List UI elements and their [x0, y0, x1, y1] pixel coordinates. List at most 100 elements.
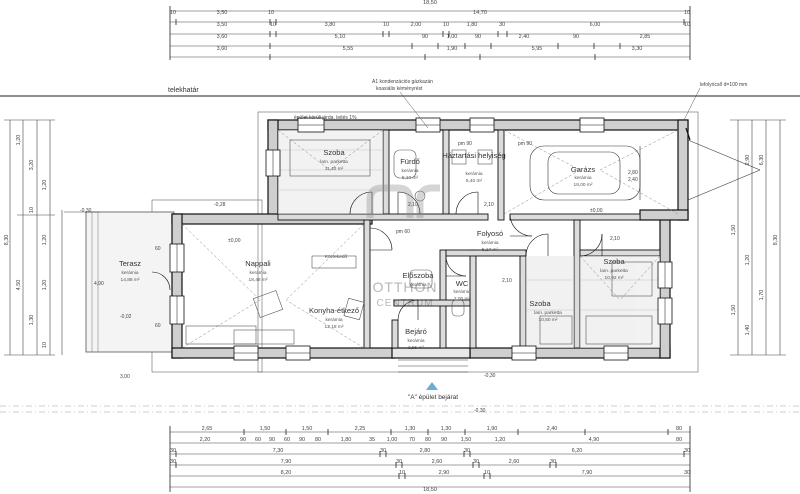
- dim: 1,30: [405, 426, 416, 432]
- dim: 3,60: [217, 46, 228, 52]
- room-floor: kerámia: [249, 270, 266, 276]
- dim: 3,30: [632, 46, 643, 52]
- entry-steps: [398, 359, 468, 373]
- building: [151, 117, 761, 373]
- dim: 1,00: [387, 437, 398, 443]
- dim: 7,90: [281, 459, 292, 465]
- door-height: 2,10: [610, 236, 620, 242]
- room-floor: kerámia: [121, 270, 138, 276]
- room-name: Nappali: [245, 259, 271, 268]
- dim: 90: [240, 437, 246, 443]
- dim: 1,40: [745, 325, 751, 336]
- room-area: 12,18 m²: [325, 324, 344, 330]
- dim: 3,00: [120, 374, 130, 380]
- annotations: épület körüli járda, lejtés 1% A1 konden…: [80, 79, 747, 414]
- dim: 3,60: [217, 34, 228, 40]
- watermark-text: OTTHON: [372, 279, 437, 295]
- dim: 1,20: [16, 135, 22, 146]
- dim: 2,90: [439, 470, 450, 476]
- room-name: Folyosó: [477, 229, 503, 238]
- dim: 80: [315, 437, 321, 443]
- room-floor: kerámia: [409, 282, 426, 288]
- dim: 10: [383, 22, 389, 28]
- room-name: Szoba: [323, 148, 345, 157]
- dim: 6,00: [590, 22, 601, 28]
- opening-label: pm 90: [518, 141, 532, 147]
- room-name: WC: [456, 279, 469, 288]
- terrace: [64, 211, 175, 353]
- level: -0,30: [484, 373, 496, 379]
- room-floor: kerámia: [465, 171, 482, 177]
- bottom-dimension-labels: 2,65 1,50 1,50 2,25 1,30 1,30 1,90 2,40 …: [170, 426, 690, 493]
- dim: 1,80: [341, 437, 352, 443]
- dim: 30: [170, 459, 176, 465]
- dim: 60: [155, 246, 161, 252]
- level: 2,80: [628, 170, 638, 176]
- room-name: Szoba: [529, 299, 551, 308]
- dim: 80: [425, 437, 431, 443]
- dim: 1,80: [467, 22, 478, 28]
- dim: 30: [170, 448, 176, 454]
- dim: 5,95: [532, 46, 543, 52]
- dim: 2,40: [519, 34, 530, 40]
- room-floor: kerámia: [574, 175, 591, 181]
- dim: 8,20: [281, 470, 292, 476]
- dim: 30: [380, 448, 386, 454]
- room-area: 18,48 m²: [249, 277, 268, 283]
- dim: 1,50: [260, 426, 271, 432]
- dim: 3,20: [29, 160, 35, 171]
- dim: 2,90: [745, 155, 751, 166]
- dim: 1,30: [441, 426, 452, 432]
- room-name: Konyha-étkező: [309, 306, 359, 315]
- room-labels: Szoba lam. parketta 11,40 m² Fürdő kerám…: [119, 148, 628, 351]
- dim: 14,70: [473, 10, 487, 16]
- watermark: OTTHON CENTRUM: [366, 184, 440, 309]
- room-floor: kerámia: [401, 168, 418, 174]
- room-floor: kerámia: [325, 317, 342, 323]
- room-area: 2,00 m²: [454, 296, 471, 302]
- bottom-overall-dim: 18,50: [423, 487, 437, 493]
- dim: 8,30: [4, 235, 10, 246]
- room-name: Terasz: [119, 259, 141, 268]
- dim: 1,20: [495, 437, 506, 443]
- dim: 1,90: [447, 46, 458, 52]
- room-floor: kerámia: [481, 240, 498, 246]
- room-floor: kerámia: [453, 289, 470, 295]
- dim: 6,30: [759, 155, 765, 166]
- room-area: 2,55 m²: [408, 345, 425, 351]
- dim: 10: [684, 10, 690, 16]
- dim: 30: [684, 470, 690, 476]
- dim: 4,90: [94, 281, 104, 287]
- dim: 90: [422, 34, 428, 40]
- door-height: 2,10: [408, 202, 418, 208]
- dim: 1,50: [731, 305, 737, 316]
- dim: 1,20: [42, 235, 48, 246]
- dim: 2,65: [202, 426, 213, 432]
- dim: 1,20: [42, 180, 48, 191]
- top-dimension-chains: [169, 6, 691, 60]
- dim: 10: [484, 470, 490, 476]
- dim: 1,50: [302, 426, 313, 432]
- room-area: 14,88 m²: [121, 277, 140, 283]
- dim: 4,50: [16, 280, 22, 291]
- door-height: 2,10: [484, 202, 494, 208]
- dim: 10: [29, 207, 35, 213]
- dim: 10: [268, 10, 274, 16]
- room-name: Közlekedő: [325, 254, 348, 260]
- watermark-text: CENTRUM: [377, 298, 434, 309]
- level: -0,30: [80, 208, 92, 214]
- room-area: 5,10 m²: [402, 175, 419, 181]
- room-floor: kerámia: [407, 338, 424, 344]
- top-dimension-labels: 18,50 10 3,50 10 14,70 10 3,50 10 3,80 1…: [170, 0, 690, 52]
- room-floor: lam. parketta: [600, 268, 628, 274]
- bottom-dimension-chains: [169, 426, 691, 492]
- dim: 1,50: [461, 437, 472, 443]
- dim: 2,60: [509, 459, 520, 465]
- opening-label: pm 90: [458, 141, 472, 147]
- dim: 60: [255, 437, 261, 443]
- dim: 2,80: [420, 448, 431, 454]
- dim: 10: [42, 342, 48, 348]
- dim: 1,50: [731, 225, 737, 236]
- room-name: Háztartási helyiség: [442, 151, 505, 160]
